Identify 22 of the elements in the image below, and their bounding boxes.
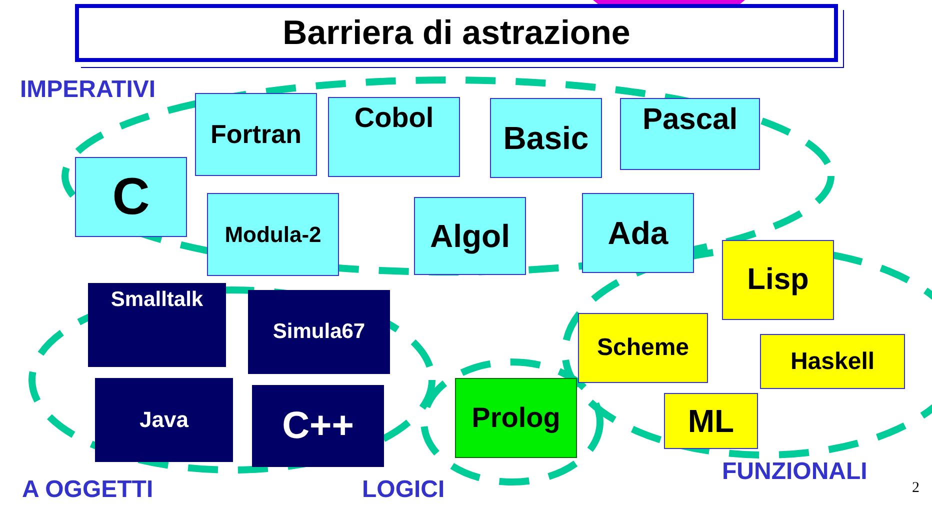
language-box: Haskell bbox=[760, 334, 905, 389]
language-box: Simula67 bbox=[248, 290, 390, 374]
category-label: A OGGETTI bbox=[22, 476, 154, 504]
language-box: Prolog bbox=[455, 378, 577, 458]
category-label: IMPERATIVI bbox=[20, 76, 156, 104]
language-box: C++ bbox=[252, 385, 384, 467]
page-number: 2 bbox=[912, 480, 920, 497]
language-box: C bbox=[75, 157, 187, 237]
language-box: Algol bbox=[414, 197, 526, 275]
category-label: FUNZIONALI bbox=[722, 458, 868, 486]
language-box: Pascal bbox=[620, 98, 760, 170]
language-box: Java bbox=[95, 378, 233, 462]
language-box: Scheme bbox=[578, 313, 708, 383]
language-box: Basic bbox=[490, 98, 602, 178]
language-box: Smalltalk bbox=[88, 283, 226, 367]
language-box: ML bbox=[664, 393, 758, 449]
language-box: Ada bbox=[582, 193, 694, 273]
category-label: LOGICI bbox=[362, 476, 445, 504]
language-box: Fortran bbox=[195, 93, 317, 176]
language-box: Cobol bbox=[328, 97, 460, 177]
language-box: Lisp bbox=[722, 240, 834, 320]
language-box: Modula-2 bbox=[207, 193, 339, 276]
